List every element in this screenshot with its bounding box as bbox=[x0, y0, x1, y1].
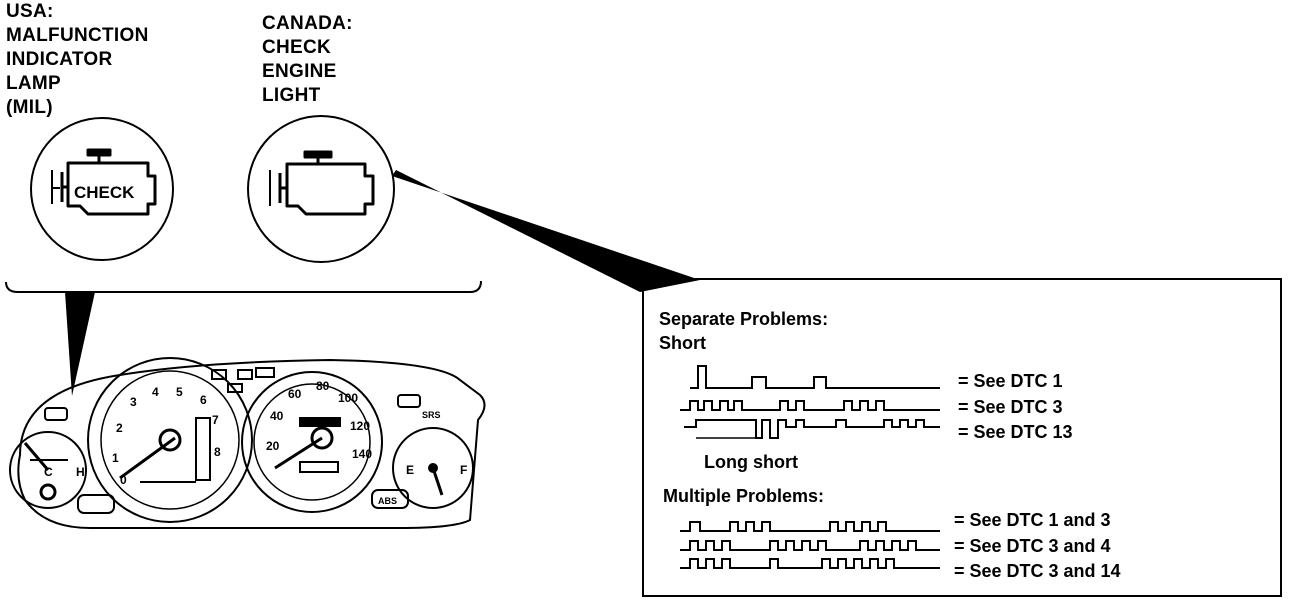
instrument-cluster bbox=[9, 357, 486, 529]
svg-text:3: 3 bbox=[130, 395, 137, 409]
check-text: CHECK bbox=[74, 183, 135, 202]
svg-text:E: E bbox=[406, 463, 414, 477]
check-engine-icon-with-text bbox=[51, 148, 157, 216]
svg-text:20: 20 bbox=[266, 439, 280, 453]
svg-text:F: F bbox=[460, 463, 467, 477]
canada-check-engine-label: CANADA: CHECK ENGINE LIGHT bbox=[262, 13, 353, 106]
long-short-label: Long short bbox=[704, 452, 798, 472]
dtc-3-code: = See DTC 3 bbox=[958, 397, 1063, 417]
svg-text:2: 2 bbox=[116, 421, 123, 435]
svg-text:0: 0 bbox=[120, 473, 127, 487]
svg-text:H: H bbox=[76, 465, 85, 479]
dtc-1-code: = See DTC 1 bbox=[958, 371, 1063, 391]
svg-text:5: 5 bbox=[176, 385, 183, 399]
svg-text:7: 7 bbox=[212, 413, 219, 427]
dtc-panel bbox=[642, 278, 1282, 597]
dtc-13-code: = See DTC 13 bbox=[958, 422, 1073, 442]
dtc-1-and-3-code: = See DTC 1 and 3 bbox=[954, 510, 1111, 530]
panel-pointer bbox=[392, 170, 700, 292]
svg-text:8: 8 bbox=[214, 445, 221, 459]
short-label: Short bbox=[659, 333, 706, 353]
svg-text:120: 120 bbox=[350, 419, 370, 433]
svg-text:SRS: SRS bbox=[422, 410, 441, 420]
svg-text:1: 1 bbox=[112, 451, 119, 465]
svg-text:4: 4 bbox=[152, 385, 159, 399]
canada-lamp bbox=[247, 115, 395, 263]
svg-text:40: 40 bbox=[270, 409, 284, 423]
cluster-text: C H E F 1 2 3 4 5 6 7 8 0 20 40 60 80 10… bbox=[44, 379, 467, 506]
svg-text:100: 100 bbox=[338, 391, 358, 405]
svg-text:ABS: ABS bbox=[378, 496, 397, 506]
check-engine-icon bbox=[269, 150, 375, 216]
lamp-bracket bbox=[5, 280, 482, 293]
blink-waveforms bbox=[680, 365, 940, 569]
bracket-pointer bbox=[65, 292, 95, 396]
multiple-problems-title: Multiple Problems: bbox=[663, 486, 825, 506]
usa-mil-label: USA: MALFUNCTION INDICATOR LAMP (MIL) bbox=[6, 1, 149, 118]
svg-text:60: 60 bbox=[288, 387, 302, 401]
usa-lamp bbox=[30, 117, 174, 261]
dtc-3-and-14-code: = See DTC 3 and 14 bbox=[954, 561, 1121, 581]
svg-text:80: 80 bbox=[316, 379, 330, 393]
svg-text:140: 140 bbox=[352, 447, 372, 461]
separate-problems-title: Separate Problems: bbox=[659, 309, 829, 329]
dtc-3-and-4-code: = See DTC 3 and 4 bbox=[954, 536, 1111, 556]
svg-text:C: C bbox=[44, 465, 53, 479]
svg-text:6: 6 bbox=[200, 393, 207, 407]
